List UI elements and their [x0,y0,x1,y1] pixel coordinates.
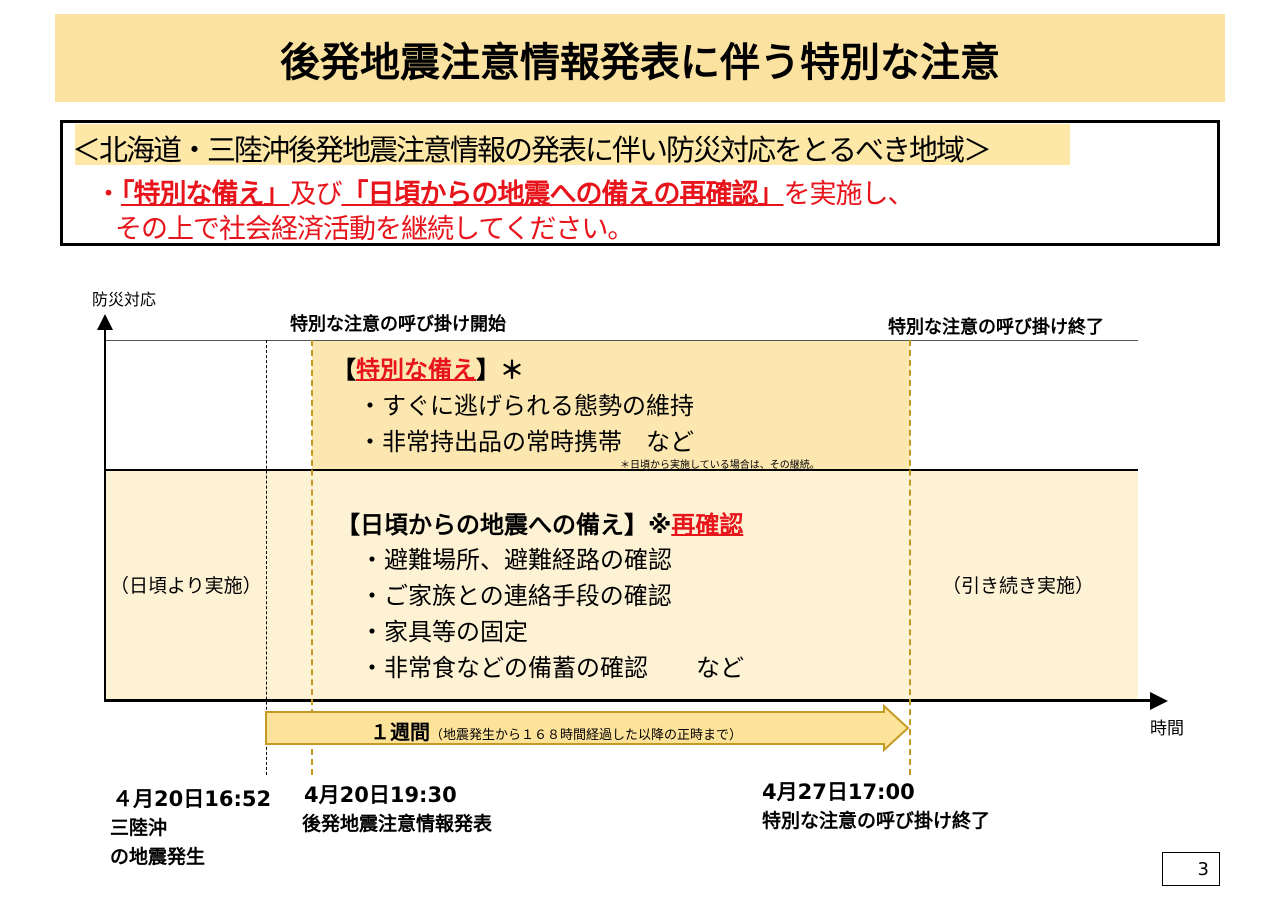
event-desc: 三陸沖 [110,817,168,839]
daily-prep-label: 【日頃からの地震への備え】※ [336,511,672,539]
y-axis-label: 防災対応 [92,290,157,309]
notice-heading: ＜北海道・三陸沖後発地震注意情報の発表に伴い防災対応をとるべき地域＞ [72,133,992,167]
and-text: 及び [289,179,343,210]
x-axis-arrow-icon [1150,692,1168,710]
special-item: ・すぐに逃げられる態勢の維持 [358,392,694,420]
start-dashed-line [311,340,313,775]
title-band [55,14,1225,102]
x-axis [104,699,1152,702]
daily-item: ・ご家族との連絡手段の確認 [360,582,672,610]
event-time: 4月20日19:30 [304,783,457,807]
start-label: 特別な注意の呼び掛け開始 [290,314,506,335]
notice-line2: ・「特別な備え」及び「日頃からの地震への備えの再確認」を実施し、 [95,172,915,211]
special-prep-title: 【特別な備え】＊ [332,350,524,385]
before-label: （日頃より実施） [110,575,262,597]
bracket: 】＊ [476,356,524,384]
event-desc: の地震発生 [110,846,206,868]
after-label: （引き続き実施） [942,575,1095,597]
daily-prep-title: 【日頃からの地震への備え】※再確認 [336,505,743,540]
special-prep-area [312,340,910,471]
lower-band [106,471,1138,700]
bullet: ・ [95,179,122,210]
bracket: 【 [332,356,356,384]
period-text: １週間（地震発生から１６８時間経過した以降の正時まで） [370,716,742,745]
daily-item: ・家具等の固定 [360,618,528,646]
x-axis-label: 時間 [1150,719,1184,739]
quake-dashed-line [266,340,267,775]
event-desc: 後発地震注意情報発表 [302,813,493,835]
notice-box [60,120,1220,246]
period-note: （地震発生から１６８時間経過した以降の正時まで） [430,728,743,743]
period-label: １週間 [370,720,430,744]
page-number: 3 [1162,852,1220,886]
notice-heading-highlight [75,124,1070,165]
daily-item: ・避難場所、避難経路の確認 [360,546,672,574]
end-label: 特別な注意の呼び掛け終了 [888,317,1104,338]
y-axis [104,325,106,702]
event-time: ４月20日16:52 [112,787,272,811]
mid-line [105,469,1138,471]
special-prep-ref: 「特別な備え」 [121,179,290,210]
event-time: 4月27日17:00 [762,780,915,804]
end-dashed-line [909,340,911,775]
special-prep-label: 特別な備え [356,356,476,384]
special-item: ・非常持出品の常時携帯 など [358,428,694,456]
daily-prep-ref: 「日頃からの地震への備えの再確認」 [341,179,785,210]
special-note: ＊日頃から実施している場合は、その継続。 [620,460,820,471]
reconfirm-label: 再確認 [671,511,744,539]
implement-text: を実施し、 [783,179,915,210]
period-arrow [265,704,910,753]
page-title: 後発地震注意情報発表に伴う特別な注意 [280,40,1000,86]
top-line [105,340,1138,341]
event-desc: 特別な注意の呼び掛け終了 [762,810,991,832]
daily-item: ・非常食などの備蓄の確認 など [360,654,744,682]
y-axis-arrow-icon [97,314,113,330]
notice-line3: その上で社会経済活動を継続してください。 [115,214,634,245]
